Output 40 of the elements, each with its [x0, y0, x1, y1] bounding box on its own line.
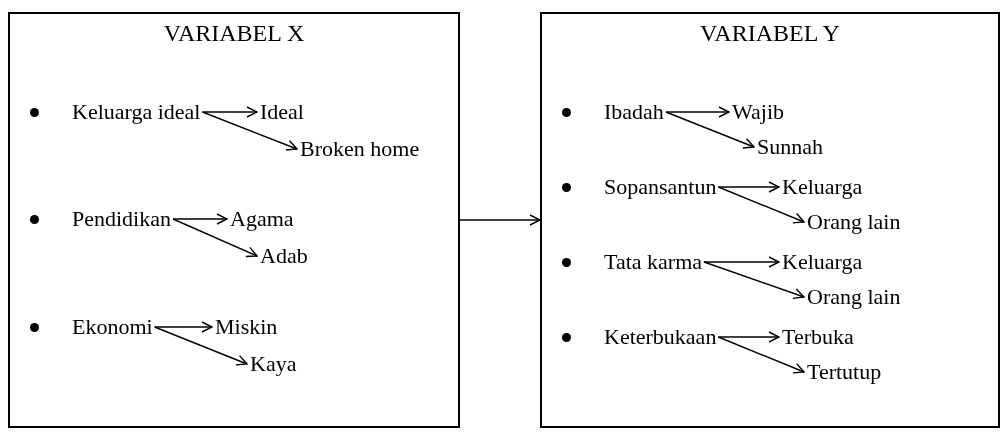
arrow [153, 321, 213, 333]
item-label: Sunnah [757, 134, 823, 160]
variable-box [540, 12, 1000, 428]
box-title: VARIABEL Y [699, 20, 841, 47]
arrow [153, 326, 248, 366]
arrow [665, 106, 730, 118]
arrow [665, 111, 755, 149]
arrow [717, 186, 805, 224]
item-label: Tertutup [807, 359, 882, 385]
item-label: Orang lain [807, 284, 901, 310]
item-label: Adab [260, 243, 308, 269]
arrow [201, 111, 298, 151]
item-label: Kaya [250, 351, 297, 377]
item-label: Tata karma [604, 249, 702, 275]
arrow [459, 214, 541, 226]
item-label: Broken home [300, 136, 420, 162]
item-label: Agama [230, 206, 294, 232]
arrow [172, 213, 228, 225]
arrow [201, 106, 258, 118]
item-label: Keterbukaan [604, 324, 717, 350]
item-label: Terbuka [782, 324, 854, 350]
arrow [703, 256, 780, 268]
box-title: VARIABEL X [162, 20, 306, 47]
arrow [172, 218, 258, 258]
item-label: Keluarga [782, 174, 863, 200]
arrow [703, 261, 805, 300]
item-label: Orang lain [807, 209, 901, 235]
item-label: Ideal [260, 99, 304, 125]
arrow [717, 181, 780, 193]
variable-box [8, 12, 460, 428]
arrow [717, 331, 780, 343]
item-label: Miskin [215, 314, 278, 340]
item-label: Ibadah [604, 99, 664, 125]
item-label: Sopansantun [604, 174, 717, 200]
item-label: Ekonomi [72, 314, 153, 340]
item-label: Keluarga [782, 249, 863, 275]
arrow [717, 336, 805, 374]
item-label: Pendidikan [72, 206, 171, 232]
item-label: Keluarga ideal [72, 99, 201, 125]
item-label: Wajib [732, 99, 784, 125]
